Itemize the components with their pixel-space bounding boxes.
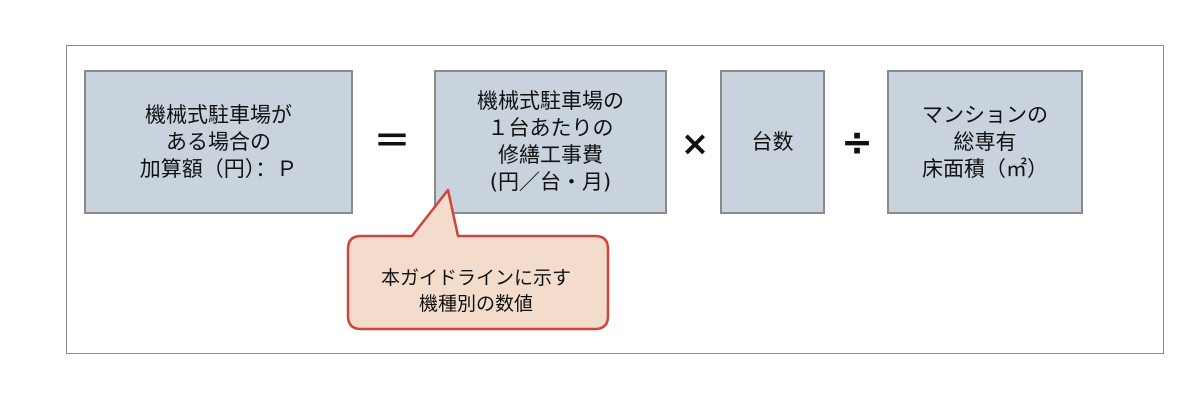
cost-box: 機械式駐車場の １台あたりの 修繕工事費 (円／台・月) (434, 70, 667, 214)
count-label: 台数 (751, 129, 794, 154)
cost-line-2: １台あたりの (487, 116, 614, 140)
area-box: マンションの 総専有 床面積（㎡） (887, 70, 1083, 214)
cost-line-3: 修繕工事費 (498, 143, 603, 167)
diagram-frame (66, 45, 1164, 354)
area-line-2: 総専有 (953, 129, 1017, 154)
result-line-1: 機械式駐車場が (145, 102, 292, 127)
callout-text: 本ガイドラインに示す 機種別の数値 (347, 256, 605, 326)
callout-line-2: 機種別の数値 (418, 293, 533, 315)
callout-line-1: 本ガイドラインに示す (380, 267, 571, 289)
multiply-symbol: × (680, 124, 710, 164)
area-line-1: マンションの (922, 102, 1048, 127)
result-line-3: 加算額（円）：Ｐ (139, 156, 298, 181)
cost-line-1: 機械式駐車場の (477, 89, 624, 113)
result-line-2: ある場合の (166, 129, 271, 154)
result-box: 機械式駐車場が ある場合の 加算額（円）：Ｐ (84, 70, 353, 214)
divide-symbol: ÷ (841, 120, 873, 164)
equals-symbol: ＝ (373, 121, 410, 162)
area-line-3: 床面積（㎡） (922, 156, 1048, 181)
count-box: 台数 (720, 70, 825, 214)
cost-line-4: (円／台・月) (489, 170, 612, 194)
